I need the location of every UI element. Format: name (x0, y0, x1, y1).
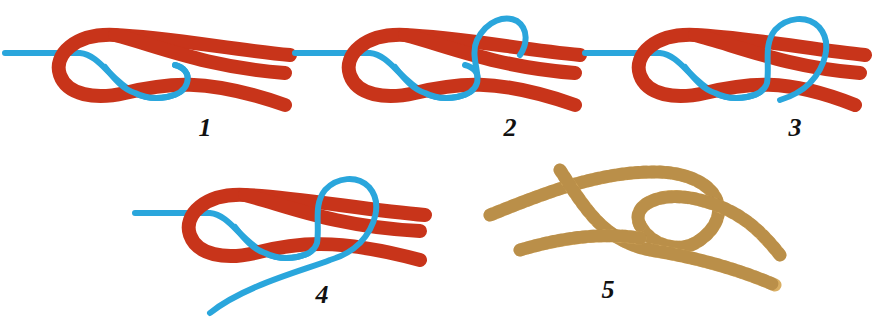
rope-texture (638, 197, 780, 255)
red-rope (245, 195, 420, 231)
step-number: 2 (504, 115, 517, 141)
tan-rope (520, 236, 640, 250)
step-number: 4 (316, 282, 329, 308)
rope-texture (520, 236, 640, 250)
blue-rope (395, 19, 526, 98)
knot-step-4 (135, 179, 425, 313)
red-rope (189, 195, 425, 260)
step-number: 5 (602, 277, 615, 303)
tan-rope (560, 170, 775, 285)
knot-step-2 (295, 19, 580, 105)
red-rope (115, 35, 285, 73)
step-anchor: 2 (504, 115, 517, 141)
blue-rope (210, 179, 376, 313)
rope-texture (560, 170, 775, 285)
blue-rope (105, 65, 188, 98)
step-anchor: 4 (316, 282, 329, 308)
knot-step-1 (5, 35, 290, 105)
red-rope (405, 35, 575, 73)
knot-step-3 (585, 19, 865, 105)
step-anchor: 1 (199, 115, 212, 141)
step-number: 3 (789, 115, 802, 141)
step-anchor: 5 (602, 277, 615, 303)
blue-rope (685, 19, 826, 100)
red-rope (695, 35, 860, 73)
red-rope (59, 35, 290, 105)
finished-knot (490, 170, 780, 285)
step-anchor: 3 (789, 115, 802, 141)
tan-rope (638, 197, 780, 255)
step-number: 1 (199, 115, 212, 141)
